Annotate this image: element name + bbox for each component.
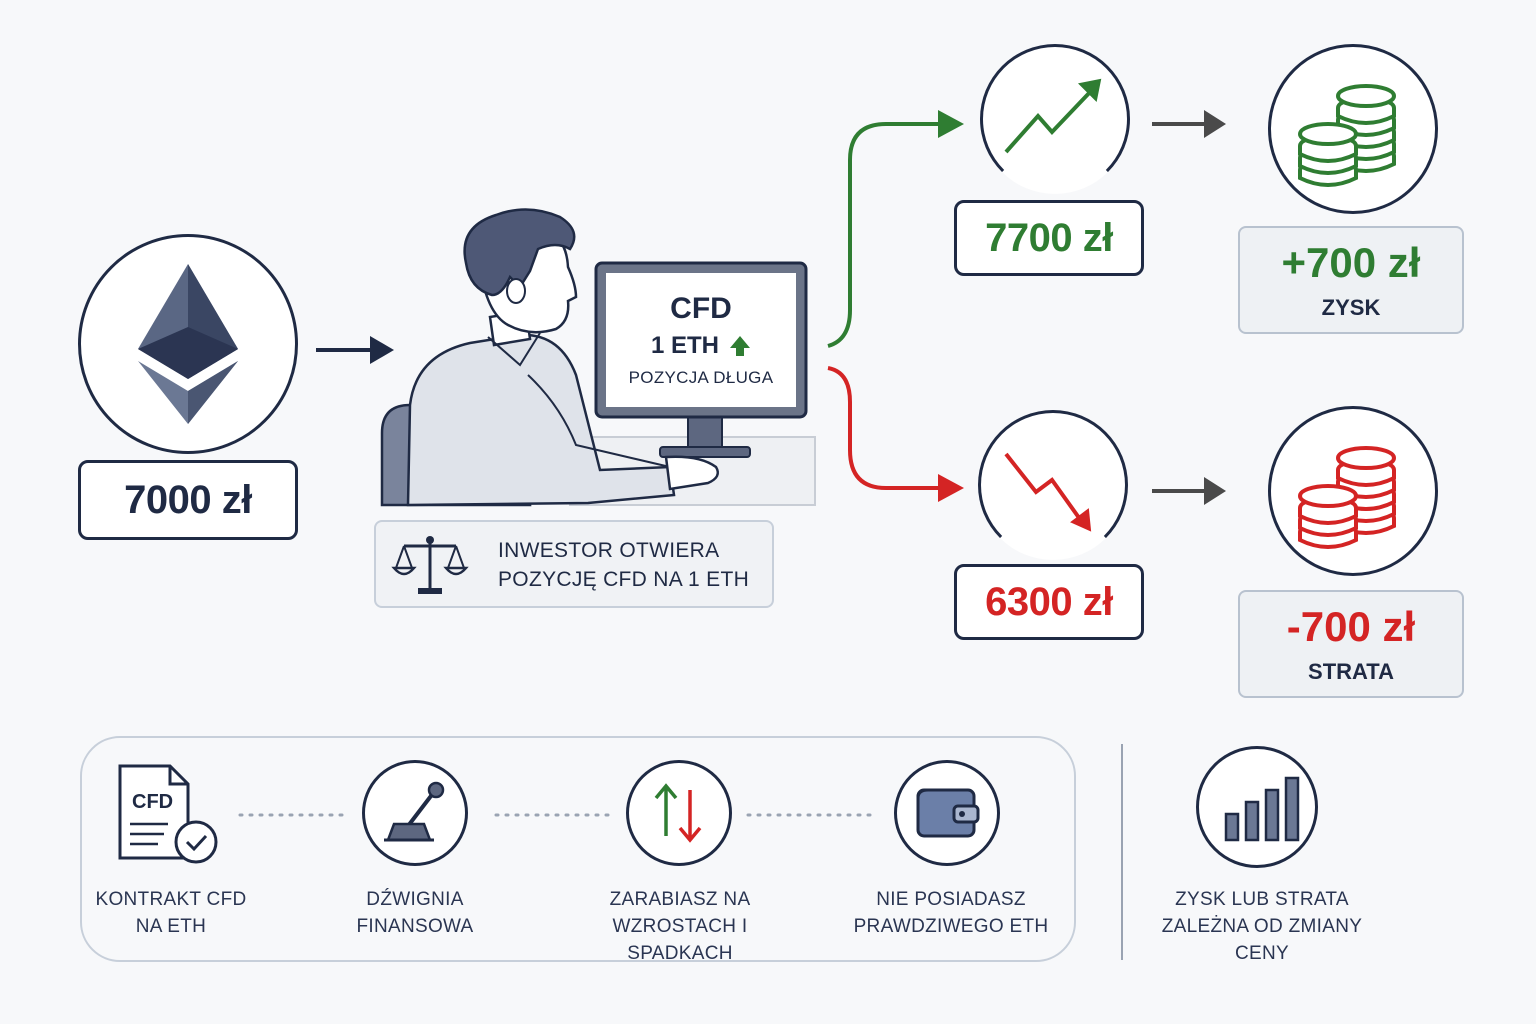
start-price-box: 7000 zł: [78, 460, 298, 540]
up-arrow-icon: [730, 336, 750, 356]
profit-coins-circle: [1268, 44, 1438, 214]
arrow-to-investor: [316, 336, 394, 364]
feature-lever-line2: FINANSOWA: [356, 916, 474, 937]
wallet-icon: [916, 788, 980, 838]
investor-illustration: [380, 208, 816, 507]
arrow-to-loss: [1152, 477, 1226, 505]
monitor-screen: CFD 1 ETH POZYCJA DŁUGA: [606, 273, 796, 407]
feature-updown-line1: ZARABIASZ NA: [609, 889, 751, 910]
price-down-circle: [978, 410, 1128, 560]
bar-chart-icon: [1224, 776, 1300, 842]
feature-wallet-line2: PRAWDZIWEGO ETH: [853, 916, 1049, 937]
summary-circle: [1196, 746, 1318, 868]
screen-asset: 1 ETH: [650, 332, 719, 359]
profit-amount: +700 zł: [1281, 239, 1421, 286]
price-up-box: 7700 zł: [954, 200, 1144, 276]
loss-box: -700 zł STRATA: [1238, 590, 1464, 698]
summary-label: ZYSK LUB STRATA ZALEŻNA OD ZMIANY CENY: [1136, 886, 1388, 967]
profit-box: +700 zł ZYSK: [1238, 226, 1464, 334]
feature-cfd-line2: NA ETH: [135, 916, 207, 937]
price-up-circle: [980, 44, 1130, 194]
feature-updown-line2: WZROSTACH I SPADKACH: [612, 916, 748, 964]
scales-icon: [391, 536, 469, 594]
feature-wallet-label: NIE POSIADASZ PRAWDZIWEGO ETH: [846, 886, 1056, 940]
screen-title: CFD: [670, 292, 732, 325]
lever-icon: [384, 781, 445, 842]
coins-red-icon: [1298, 446, 1396, 549]
feature-wallet-line1: NIE POSIADASZ: [876, 889, 1026, 910]
trend-down-icon: [1004, 452, 1092, 532]
price-up: 7700 zł: [985, 215, 1113, 260]
arrow-to-profit: [1152, 110, 1226, 138]
wallet-circle: [894, 760, 1000, 866]
feature-updown-label: ZARABIASZ NA WZROSTACH I SPADKACH: [562, 886, 798, 967]
investor-caption-line2: POZYCJĘ CFD NA 1 ETH: [498, 568, 750, 591]
ethereum-icon: [138, 264, 238, 424]
trend-up-icon: [1004, 78, 1102, 154]
investor-caption-line1: INWESTOR OTWIERA: [498, 539, 720, 562]
screen-position: POZYCJA DŁUGA: [628, 368, 774, 387]
vertical-divider: [1121, 744, 1123, 960]
loss-amount: -700 zł: [1286, 603, 1416, 650]
summary-line1: ZYSK LUB STRATA: [1175, 889, 1349, 910]
profit-label: ZYSK: [1321, 295, 1381, 320]
feature-lever-label: DŹWIGNIA FINANSOWA: [330, 886, 500, 940]
start-price: 7000 zł: [124, 477, 252, 522]
coins-green-icon: [1298, 84, 1396, 187]
ethereum-circle: [78, 234, 298, 454]
branch-arrows: [827, 110, 964, 502]
price-down-box: 6300 zł: [954, 564, 1144, 640]
investor-caption-box: INWESTOR OTWIERA POZYCJĘ CFD NA 1 ETH: [374, 520, 774, 608]
price-down: 6300 zł: [985, 579, 1113, 624]
feature-lever-line1: DŹWIGNIA: [366, 889, 464, 910]
up-down-arrows-icon: [654, 783, 702, 843]
summary-line2: ZALEŻNA OD ZMIANY CENY: [1161, 916, 1363, 964]
feature-connectors: [238, 813, 872, 817]
lever-circle: [362, 760, 468, 866]
loss-label: STRATA: [1308, 659, 1394, 684]
cfd-document-icon: CFD: [118, 764, 218, 864]
feature-cfd-label: KONTRAKT CFD NA ETH: [86, 886, 256, 940]
up-down-circle: [626, 760, 732, 866]
svg-text:CFD: CFD: [132, 791, 173, 813]
loss-coins-circle: [1268, 406, 1438, 576]
feature-cfd-line1: KONTRAKT CFD: [95, 889, 247, 910]
